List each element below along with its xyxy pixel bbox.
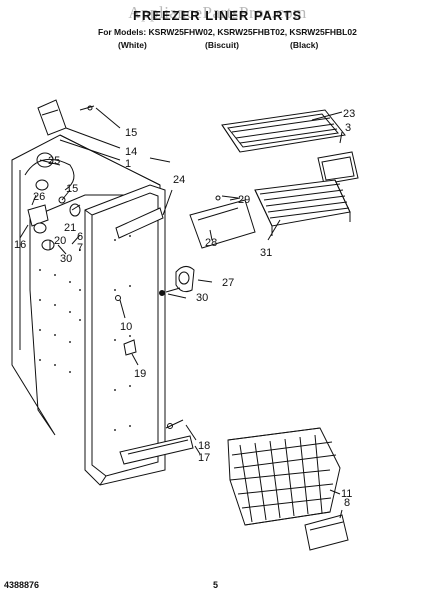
callout-11: 11 <box>341 488 352 500</box>
watermark: AppliancePartsPros.com <box>128 3 307 22</box>
callout-10: 10 <box>120 321 132 333</box>
callout-27: 27 <box>222 277 234 289</box>
callout-23: 23 <box>343 108 355 120</box>
callout-18: 18 <box>198 440 210 452</box>
callout-1: 1 <box>125 158 131 170</box>
page-title: FREEZER LINER PARTS <box>133 8 302 23</box>
callout-25: 25 <box>48 155 60 167</box>
clip-19 <box>123 339 137 356</box>
callout-14: 14 <box>125 146 137 158</box>
callout-21: 21 <box>64 222 76 234</box>
color-white: (White) <box>118 40 147 50</box>
shelf-23 <box>221 109 346 153</box>
callout-29: 29 <box>238 194 250 206</box>
callout-17: 17 <box>198 452 210 464</box>
top-bracket <box>37 99 67 136</box>
color-black: (Black) <box>290 40 319 50</box>
leader-lines <box>19 111 343 519</box>
doc-number: 4388876 <box>4 580 40 590</box>
page-number: 5 <box>213 580 219 590</box>
screw-18 <box>167 423 173 429</box>
callout-26: 26 <box>33 191 45 203</box>
shelf-bracket-28 <box>189 199 256 249</box>
wire-shelf-31 <box>254 179 351 236</box>
callout-7: 7 <box>77 242 83 254</box>
screw-10 <box>115 295 121 301</box>
callout-19: 19 <box>134 368 146 380</box>
callout-8: 8 <box>344 497 350 509</box>
liner-side-wall <box>84 184 166 486</box>
callout-15: 15 <box>66 183 78 195</box>
fan-motor-27 <box>159 266 195 296</box>
callout-30-left: 30 <box>60 253 72 265</box>
vent-cover <box>115 207 164 239</box>
callout-6: 6 <box>77 231 83 243</box>
callout-labels: 23 3 15 14 1 25 15 26 24 29 21 6 7 16 20… <box>14 108 355 509</box>
callout-15-top: 15 <box>125 127 137 139</box>
basket-11 <box>227 427 341 526</box>
callout-28: 28 <box>205 237 217 249</box>
model-list: For Models: KSRW25FHW02, KSRW25FHBT02, K… <box>98 27 357 37</box>
callout-20: 20 <box>54 235 66 247</box>
color-biscuit: (Biscuit) <box>205 40 239 50</box>
callout-16: 16 <box>14 239 26 251</box>
callout-3: 3 <box>345 122 351 134</box>
callout-30: 30 <box>196 292 208 304</box>
callout-31: 31 <box>260 247 272 259</box>
basket-front-8 <box>304 514 349 551</box>
control-cluster <box>24 152 81 251</box>
callout-24: 24 <box>173 174 185 186</box>
